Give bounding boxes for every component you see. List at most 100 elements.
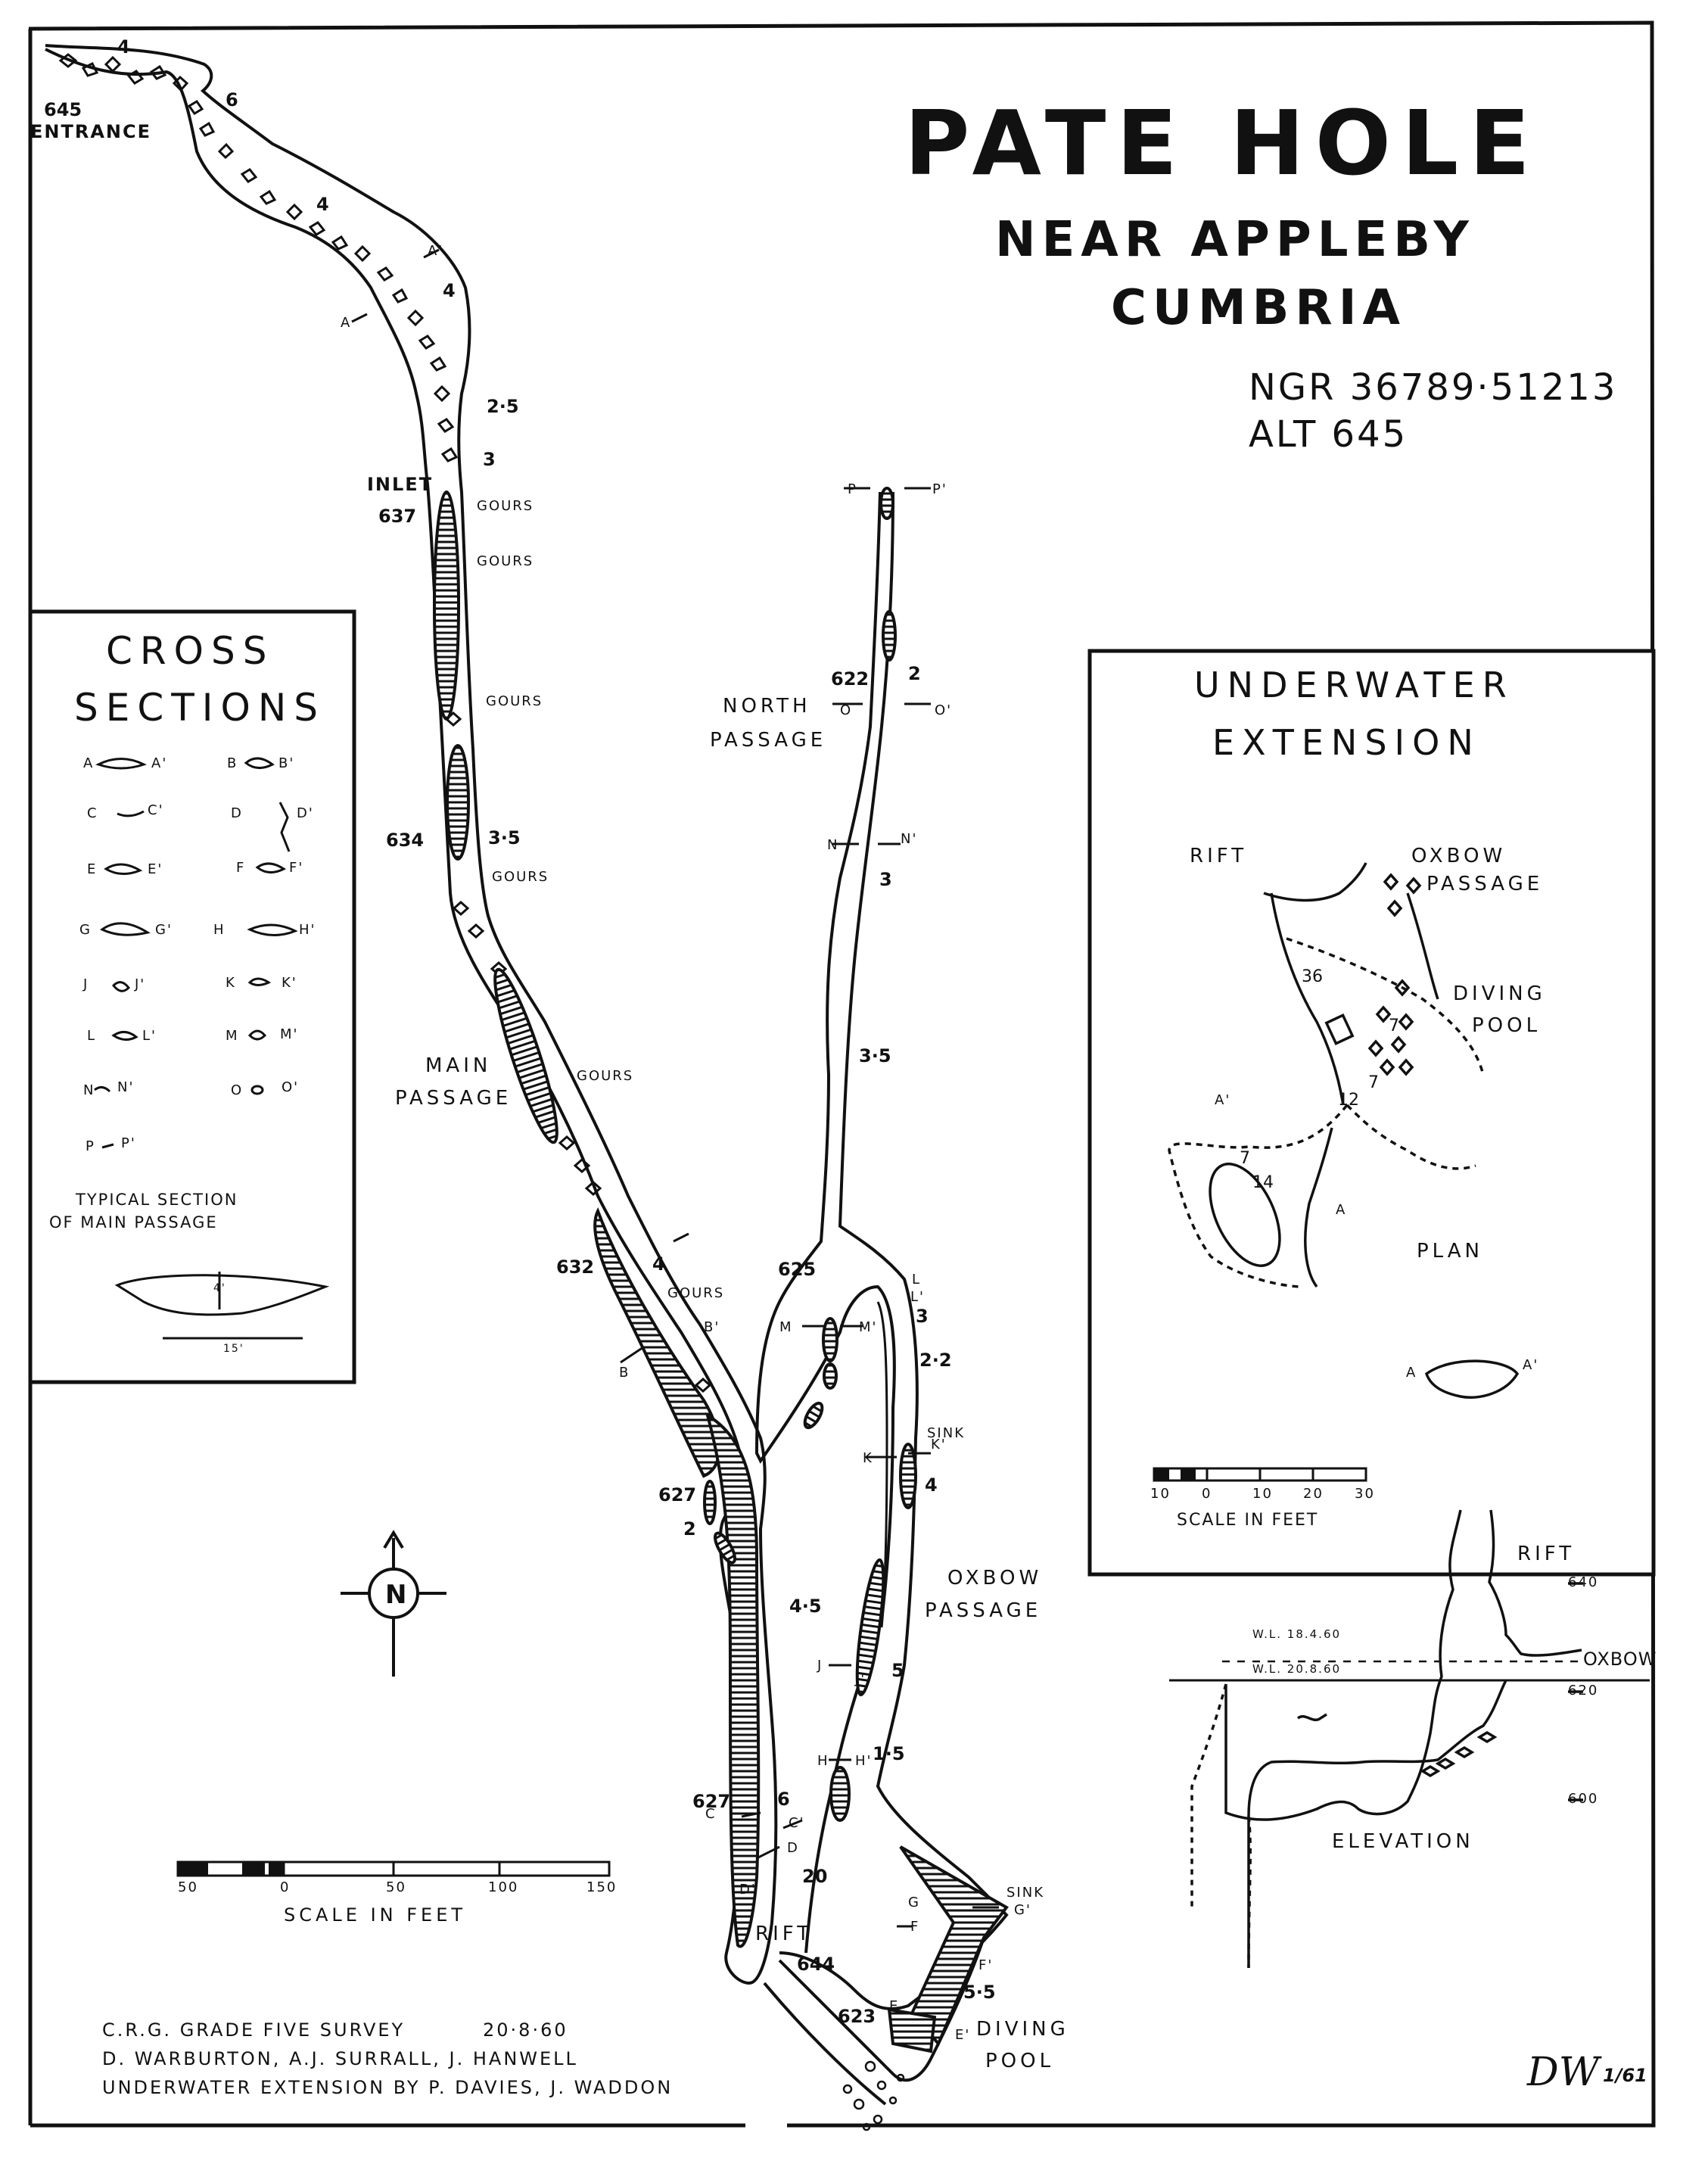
section-letter: M	[779, 1319, 793, 1335]
underwater-scale-tick: 30	[1355, 1486, 1375, 1502]
underwater-depth: 7	[1240, 1149, 1250, 1168]
underwater-scale-label: SCALE IN FEET	[1177, 1511, 1319, 1530]
spot-height: 632	[556, 1256, 595, 1278]
underwater-scale-bar	[1153, 1467, 1367, 1482]
section-letter: F	[910, 1919, 920, 1935]
section-key-letter: F	[236, 860, 246, 876]
underwater-depth: 36	[1302, 967, 1323, 986]
section-letter: D	[787, 1840, 799, 1856]
inlet-label: INLET	[367, 474, 434, 495]
survey-grade: C.R.G. GRADE FIVE SURVEY	[102, 2019, 406, 2041]
depth-mark: 5	[891, 1660, 904, 1681]
scale-tick: 150	[586, 1879, 618, 1895]
underwater-title: UNDERWATER	[1194, 665, 1514, 705]
water-level-1: W.L. 18.4.60	[1252, 1627, 1342, 1641]
entrance-label: ENTRANCE	[30, 121, 151, 142]
section-key-letter: A	[83, 755, 95, 771]
underwater-scale-tick: 20	[1303, 1486, 1324, 1502]
depth-mark: 2·2	[919, 1350, 952, 1371]
main-scale-label: SCALE IN FEET	[284, 1904, 467, 1926]
depth-mark: 3	[879, 869, 892, 890]
underwater-diving-pool-label: POOL	[1472, 1014, 1542, 1037]
section-key-letter: C	[87, 805, 98, 821]
section-letter: B	[619, 1365, 630, 1381]
gours-label: GOURS	[477, 498, 534, 514]
underwater-plan-label: PLAN	[1417, 1240, 1483, 1263]
section-key-letter: E'	[148, 861, 163, 877]
underwater-elevation-label: ELEVATION	[1332, 1830, 1474, 1853]
section-key-letter: B'	[278, 755, 295, 771]
diving-pool-label: POOL	[985, 2050, 1055, 2072]
water-level-2: W.L. 20.8.60	[1252, 1662, 1342, 1676]
sink-label: SINK	[927, 1425, 966, 1441]
underwater-oxbow-label: PASSAGE	[1426, 873, 1544, 895]
section-key-letter: C'	[148, 802, 164, 818]
underwater-surveyors: UNDERWATER EXTENSION BY P. DAVIES, J. WA…	[102, 2077, 674, 2098]
depth-mark: 20	[802, 1866, 828, 1887]
subtitle-county: CUMBRIA	[1111, 280, 1407, 336]
underwater-section-letter: A'	[1215, 1092, 1231, 1108]
section-letter: N	[827, 837, 839, 853]
signature: DW	[1527, 2050, 1600, 2095]
main-passage-label: MAIN	[425, 1054, 492, 1077]
spot-height: 645	[44, 99, 82, 120]
underwater-extension-box	[1087, 649, 1656, 1577]
section-letter: A'	[428, 243, 444, 259]
depth-mark: 2	[683, 1518, 696, 1540]
depth-mark: 4	[316, 194, 329, 215]
section-letter: F'	[978, 1957, 994, 1973]
cross-section-shapes	[94, 757, 330, 1340]
underwater-section-letter: A'	[1523, 1357, 1539, 1373]
section-letter: G	[908, 1895, 920, 1910]
underwater-scale-tick: 10	[1252, 1486, 1273, 1502]
water-pools	[433, 490, 761, 1948]
spot-height: 623	[838, 2006, 876, 2027]
diving-pool-boulders	[842, 2060, 905, 2131]
section-key-letter: L	[87, 1028, 97, 1044]
section-key-letter: G'	[155, 922, 173, 938]
gours-label: GOURS	[667, 1285, 725, 1301]
section-letter: L'	[910, 1289, 925, 1305]
oxbow-passage-label: OXBOW	[947, 1567, 1043, 1590]
section-key-letter: K'	[282, 975, 297, 991]
cross-sections-title: CROSS	[106, 629, 275, 673]
main-scale-bar	[176, 1860, 611, 1877]
north-arrow-letter: N	[385, 1580, 407, 1610]
underwater-depth: 14	[1252, 1173, 1274, 1192]
diving-pool-label: DIVING	[976, 2018, 1069, 2041]
depth-mark: 4	[443, 280, 456, 301]
section-letter: C'	[789, 1815, 805, 1831]
underwater-pool	[1209, 1163, 1281, 1267]
section-letter: A	[341, 315, 352, 331]
section-key-letter: M	[226, 1028, 239, 1044]
depth-mark: 2	[908, 663, 921, 684]
depth-mark: 6	[777, 1789, 790, 1810]
section-letter: G'	[1014, 1902, 1031, 1918]
elevation-level: 640	[1568, 1574, 1599, 1590]
underwater-section-letter: A	[1336, 1202, 1347, 1218]
underwater-a-section	[1424, 1359, 1520, 1399]
depth-mark: 4·5	[789, 1596, 822, 1617]
spot-height: 627	[658, 1484, 697, 1505]
depth-mark: 1·5	[873, 1743, 905, 1764]
underwater-plan	[1168, 862, 1520, 1399]
section-letter: P	[848, 481, 857, 497]
elevation-oxbow-label: OXBOW	[1583, 1649, 1657, 1670]
typical-section-width: 15'	[223, 1343, 244, 1355]
underwater-diving-pool-label: DIVING	[1453, 982, 1546, 1005]
underwater-oxbow-label: OXBOW	[1411, 845, 1507, 867]
section-letter: C	[705, 1806, 717, 1822]
section-lines	[351, 248, 999, 1928]
depth-mark: 3	[483, 449, 496, 470]
section-letter: M'	[859, 1319, 878, 1335]
section-key-letter: G	[79, 922, 92, 938]
section-letter: P'	[932, 481, 947, 497]
section-letter: B'	[704, 1319, 720, 1335]
underwater-scale-tick: 0	[1202, 1486, 1212, 1502]
boulders	[58, 53, 712, 1393]
elevation-rift-label: RIFT	[1517, 1543, 1576, 1565]
section-key-letter: P	[86, 1138, 95, 1154]
depth-mark: 3	[916, 1306, 929, 1327]
depth-mark: 6	[226, 89, 238, 111]
